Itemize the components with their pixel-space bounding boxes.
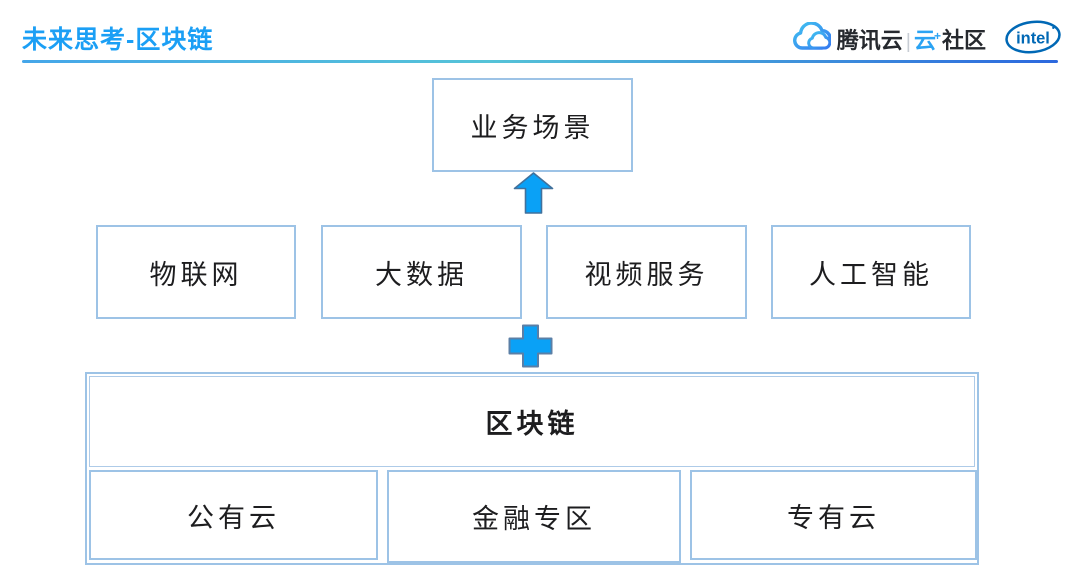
intel-wordmark: intel [1016,29,1050,47]
tencent-cloud-icon [791,20,832,57]
box-big-data[interactable]: 大数据 [321,225,522,319]
logo-group: 腾讯云|云+社区 intel [791,20,1062,57]
box-video-services[interactable]: 视频服务 [546,225,747,319]
tencent-cloud-wordmark: 腾讯云|云+社区 [836,28,986,53]
plus-icon [508,324,553,368]
box-business-scenarios[interactable]: 业务场景 [432,78,633,172]
box-label: 金融专区 [472,504,596,534]
header-divider-line [22,60,1058,63]
box-label: 大数据 [375,259,468,290]
box-label: 专有云 [787,502,880,533]
plus-superscript: + [933,28,941,43]
box-label: 人工智能 [809,259,933,290]
box-public-cloud[interactable]: 公有云 [89,470,378,560]
up-arrow-icon [513,172,554,214]
box-iot[interactable]: 物联网 [96,225,296,319]
intel-logo-icon: intel [1004,18,1062,61]
box-private-cloud[interactable]: 专有云 [690,470,977,560]
tencent-cloud-logo: 腾讯云|云+社区 [791,20,986,57]
box-label: 视频服务 [584,259,709,290]
blockchain-platform-container: 区块链 公有云 金融专区 专有云 [85,372,979,565]
box-label: 业务场景 [470,112,595,143]
box-label: 区块链 [485,409,579,439]
box-financial-zone[interactable]: 金融专区 [387,470,681,563]
page-title: 未来思考-区块链 [22,26,214,54]
box-label: 公有云 [187,502,280,533]
box-ai[interactable]: 人工智能 [771,225,971,319]
logo-separator: | [905,31,911,53]
box-blockchain[interactable]: 区块链 [89,376,975,467]
box-label: 物联网 [149,259,243,290]
